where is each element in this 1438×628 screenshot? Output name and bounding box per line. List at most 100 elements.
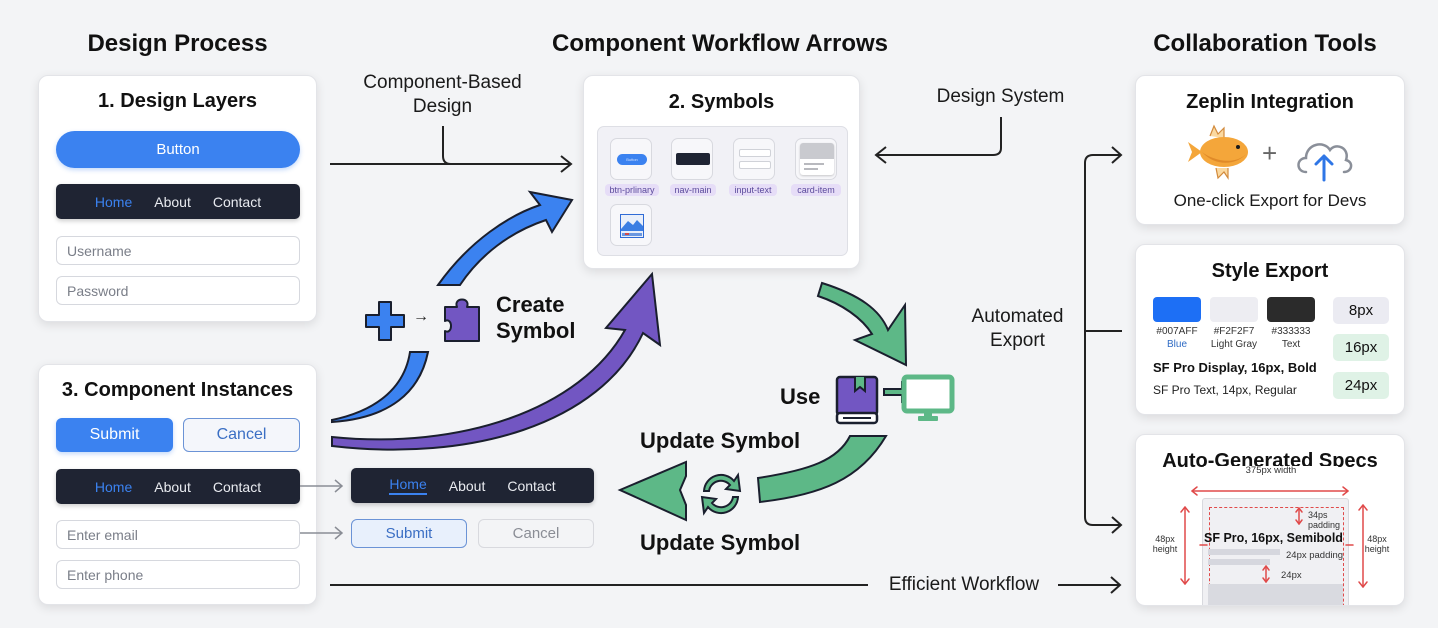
color-name: Light Gray [1210, 339, 1258, 350]
symbol-tile-input-text[interactable] [733, 138, 775, 180]
automated-export-bracket [1084, 154, 1120, 526]
phone-input[interactable]: Enter phone [56, 560, 300, 589]
password-input[interactable]: Password [56, 276, 300, 305]
nav-item-about[interactable]: About [154, 193, 191, 210]
font-style-regular: SF Pro Text, 14px, Regular [1153, 383, 1297, 397]
color-swatch-light-gray[interactable] [1210, 297, 1258, 322]
spec-width-label: 375px width [1204, 465, 1338, 477]
preview-submit-button[interactable]: Submit [351, 519, 467, 548]
preview-navbar: Home About Contact [351, 468, 594, 503]
update-symbol-label-bottom: Update Symbol [640, 530, 801, 555]
monitor-icon [883, 374, 955, 421]
zeplin-fish-icon [1188, 124, 1248, 180]
instance-navbar: Home About Contact [56, 469, 300, 504]
spec-font-label: SF Pro, 16px, Semibold [1204, 531, 1343, 545]
button-thumbnail-icon: Button [617, 154, 647, 165]
spec-right-height-label: 48px height [1364, 534, 1390, 554]
preview-cancel-button[interactable]: Cancel [478, 519, 594, 548]
cloud-upload-icon [1297, 143, 1353, 182]
symbols-library-panel: Button btn-prlinary nav-main input-text … [597, 126, 848, 256]
plus-sign: + [1262, 138, 1278, 168]
spacing-chip-8[interactable]: 8px [1333, 297, 1389, 324]
preview-nav-about[interactable]: About [448, 477, 486, 494]
instance-purple-arrow [331, 271, 662, 451]
puzzle-piece-icon [444, 298, 480, 342]
design-layers-card: 1. Design Layers Button Home About Conta… [38, 75, 317, 322]
symbol-tile-image[interactable] [610, 204, 652, 246]
component-based-design-label: Component-Based Design [363, 72, 522, 117]
section-title-design-process: Design Process [87, 30, 268, 57]
use-green-arrow [816, 281, 908, 367]
nav-item-contact[interactable]: Contact [212, 478, 262, 495]
nav-item-about[interactable]: About [154, 478, 191, 495]
design-system-label: Design System [936, 86, 1065, 107]
preview-nav-home[interactable]: Home [389, 476, 427, 495]
color-swatch-text[interactable] [1267, 297, 1315, 322]
efficient-workflow-label: Efficient Workflow [872, 573, 1056, 597]
use-label: Use [780, 384, 821, 409]
font-style-bold: SF Pro Display, 16px, Bold [1153, 360, 1317, 375]
image-thumbnail-icon [620, 214, 644, 238]
symbol-tag: btn-prlinary [605, 184, 659, 196]
symbol-tile-nav-main[interactable] [671, 138, 713, 180]
update-green-arrow [756, 435, 888, 504]
symbols-card: 2. Symbols Button btn-prlinary nav-main … [583, 75, 860, 269]
automated-export-label: Automated Export [971, 306, 1064, 351]
style-export-card: Style Export #007AFF #F2F2F7 #333333 Blu… [1135, 244, 1405, 415]
nav-item-home[interactable]: Home [94, 478, 133, 495]
design-layers-title: 1. Design Layers [98, 90, 257, 112]
email-input[interactable]: Enter email [56, 520, 300, 549]
design-system-arrow [876, 117, 1002, 156]
spec-padding-outline [1209, 507, 1344, 605]
button-layer[interactable]: Button [56, 131, 300, 168]
update-symbol-label-top: Update Symbol [640, 428, 801, 453]
input-thumbnail-icon [739, 149, 771, 157]
spacing-chip-16[interactable]: 16px [1333, 334, 1389, 361]
color-swatch-blue[interactable] [1153, 297, 1201, 322]
navbar-layer: Home About Contact [56, 184, 300, 219]
navbar-thumbnail-icon [676, 153, 710, 165]
cancel-button[interactable]: Cancel [183, 418, 300, 452]
spec-left-height-label: 48px height [1152, 534, 1178, 554]
color-hex: #333333 [1271, 326, 1311, 337]
symbol-tile-btn-primary[interactable]: Button [610, 138, 652, 180]
input-thumbnail-icon [739, 161, 771, 169]
symbol-tag: nav-main [670, 184, 716, 196]
arrow-right-icon: → [413, 308, 429, 325]
zeplin-card: Zeplin Integration + One-click Export fo… [1135, 75, 1405, 225]
nav-item-home[interactable]: Home [94, 193, 133, 210]
spacing-chip-24[interactable]: 24px [1333, 372, 1389, 399]
create-symbol-label: Create Symbol [496, 292, 576, 344]
symbol-tag: card-item [791, 184, 841, 196]
color-hex: #007AFF [1156, 326, 1198, 337]
card-thumbnail-icon [800, 143, 834, 175]
section-title-collaboration-tools: Collaboration Tools [1153, 30, 1377, 57]
symbols-title: 2. Symbols [668, 91, 775, 113]
color-hex: #F2F2F7 [1213, 326, 1255, 337]
plus-icon [365, 301, 405, 341]
component-instances-card: 3. Component Instances Submit Cancel Hom… [38, 364, 317, 605]
section-title-component-workflow: Component Workflow Arrows [552, 30, 888, 57]
color-name: Blue [1166, 339, 1187, 350]
submit-button[interactable]: Submit [56, 418, 173, 452]
update-arrow-head [617, 460, 687, 522]
preview-nav-contact[interactable]: Contact [507, 477, 556, 494]
book-icon [835, 375, 879, 425]
sync-icon [700, 472, 742, 516]
spec-gap-label: 24px [1281, 570, 1302, 581]
style-export-title: Style Export [1211, 260, 1329, 282]
create-symbol-blue-arrow [436, 190, 574, 286]
component-instances-title: 3. Component Instances [61, 379, 294, 401]
spec-component-frame [1202, 498, 1349, 605]
symbol-tag: input-text [729, 184, 777, 196]
spec-measure-arrows [1180, 486, 1368, 588]
spec-side-padding-label: 24px padding [1286, 550, 1344, 561]
symbol-tile-card-item[interactable] [795, 138, 837, 180]
specs-card: Auto-Generated Specs 375px width 48px he… [1135, 434, 1405, 606]
nav-item-contact[interactable]: Contact [212, 193, 262, 210]
zeplin-title: Zeplin Integration [1186, 91, 1354, 113]
spec-top-padding-label: 34ps padding [1308, 510, 1341, 530]
zeplin-caption: One-click Export for Devs [1173, 191, 1367, 210]
username-input[interactable]: Username [56, 236, 300, 265]
